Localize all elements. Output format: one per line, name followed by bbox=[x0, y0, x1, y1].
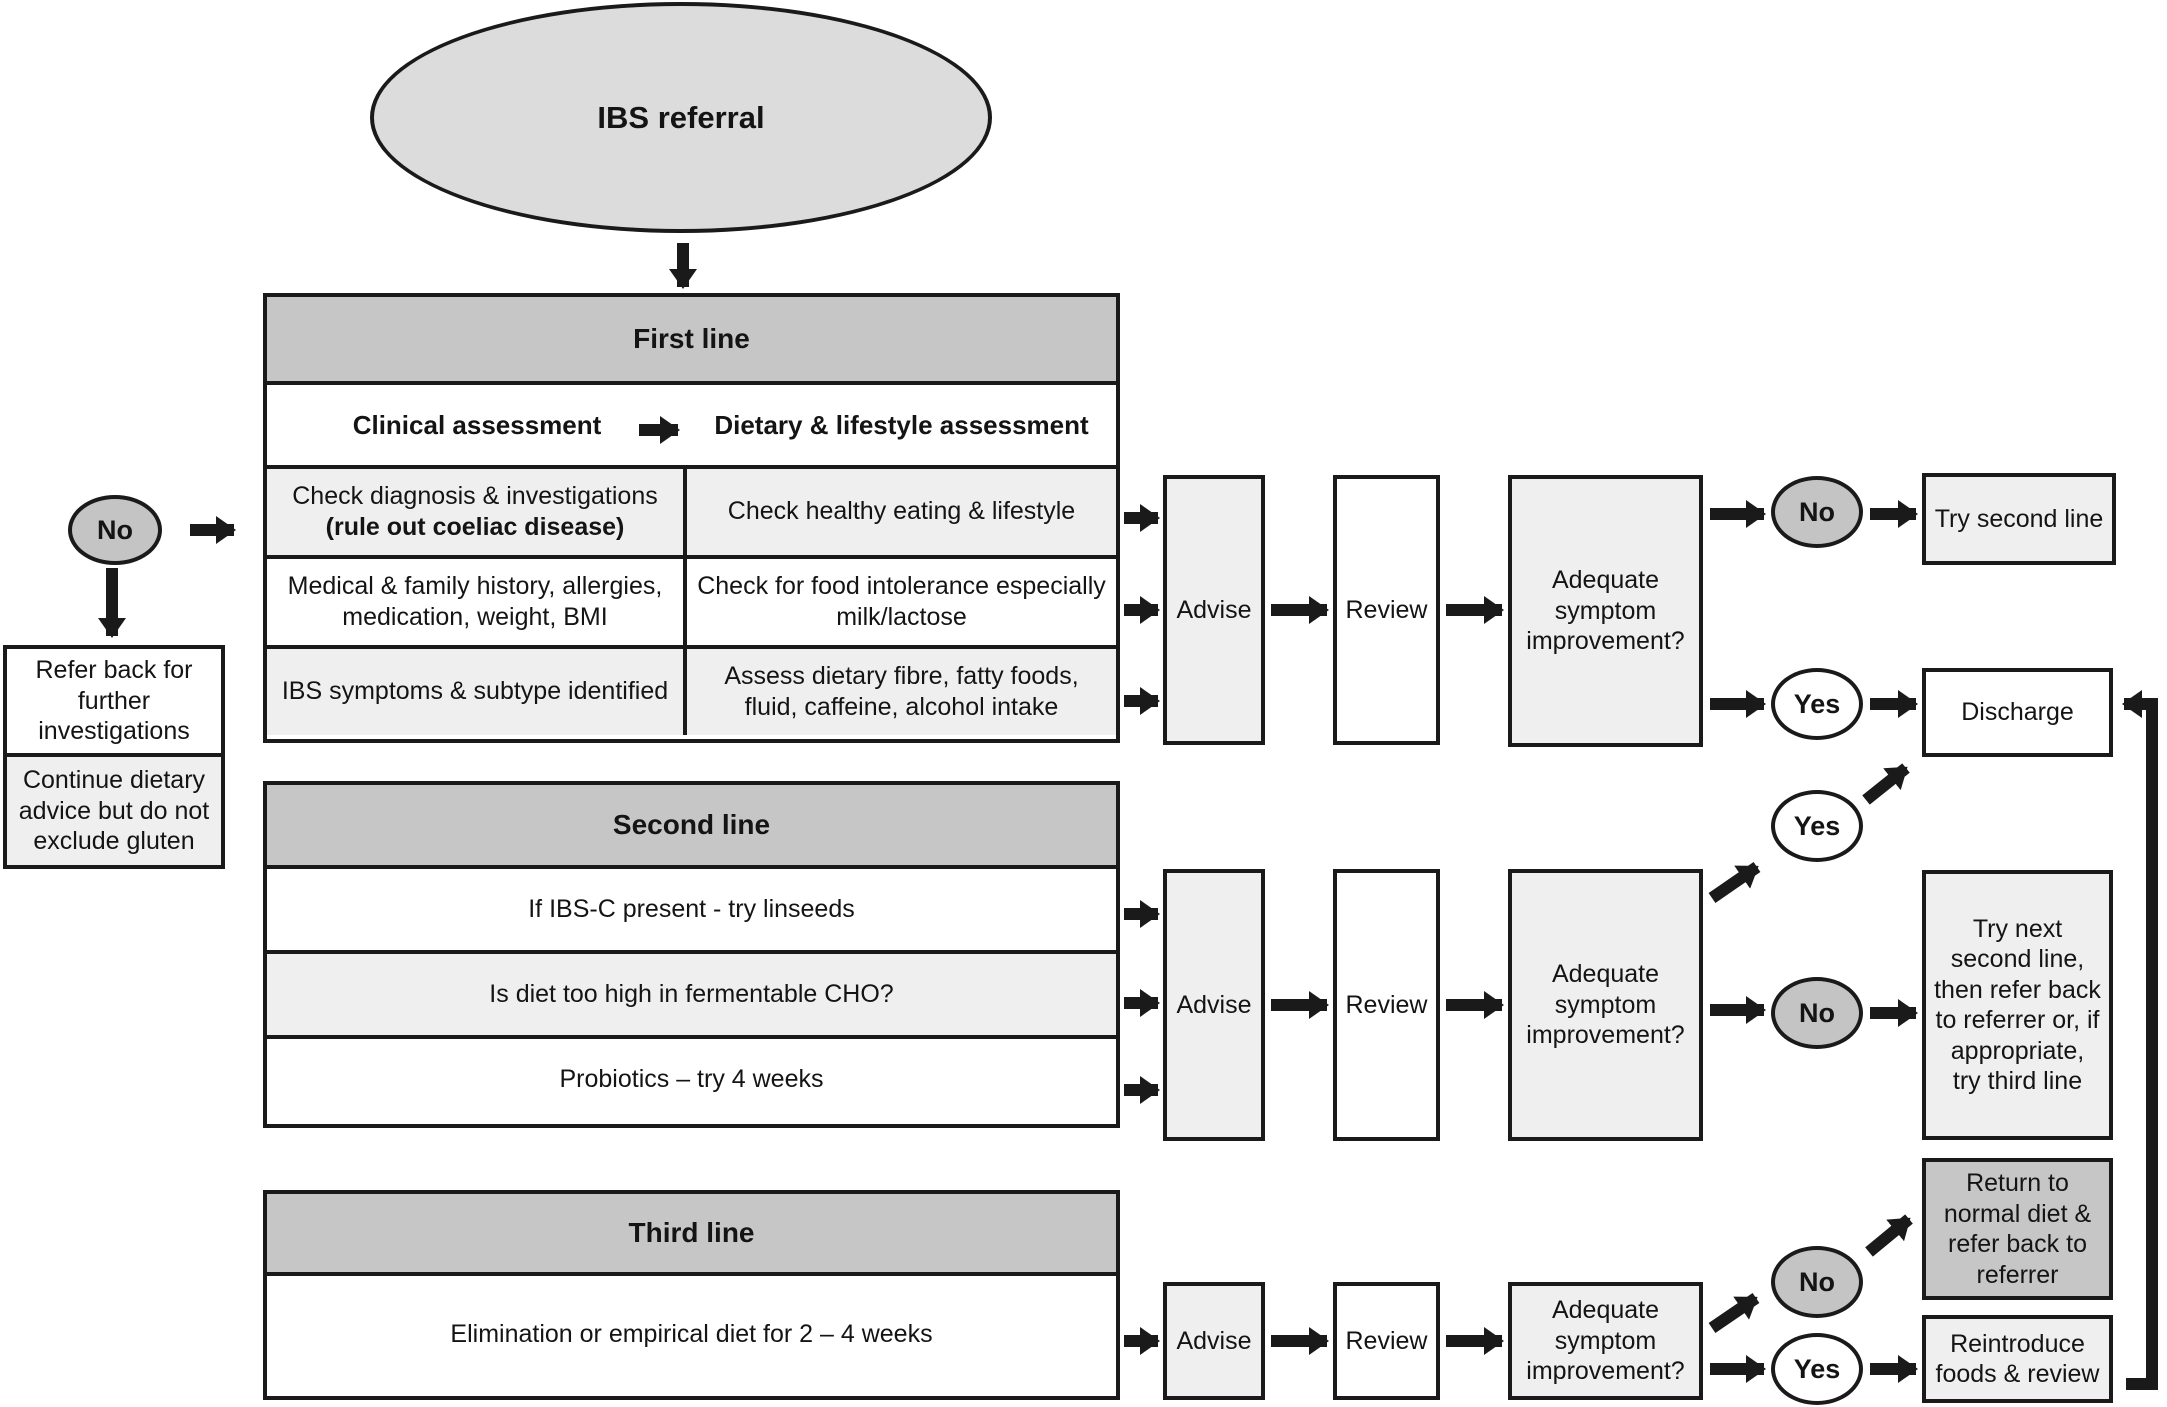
start-ellipse: IBS referral bbox=[370, 2, 992, 233]
review-box-first-line: Review bbox=[1333, 475, 1440, 745]
discharge-box: Discharge bbox=[1922, 668, 2113, 757]
second-line-row-1: If IBS-C present - try linseeds bbox=[267, 869, 1116, 954]
no-ellipse-third-line: No bbox=[1771, 1246, 1863, 1318]
reintroduce-foods-box: Reintroduce foods & review bbox=[1922, 1315, 2113, 1403]
clinical-cell-2: Medical & family history, allergies, med… bbox=[267, 559, 687, 645]
try-next-second-line-box: Try next second line, then refer back to… bbox=[1922, 870, 2113, 1140]
advise-box-second-line: Advise bbox=[1163, 869, 1265, 1141]
second-line-row-3: Probiotics – try 4 weeks bbox=[267, 1039, 1116, 1120]
no-ellipse-second-line: No bbox=[1771, 977, 1863, 1049]
refer-back-box: Refer back for further investigations bbox=[3, 645, 225, 757]
dietary-cell-3: Assess dietary fibre, fatty foods, fluid… bbox=[724, 661, 1079, 721]
second-line-header: Second line bbox=[267, 785, 1116, 869]
third-line-title: Third line bbox=[628, 1217, 755, 1248]
first-line-table: First line Clinical assessment Dietary &… bbox=[263, 293, 1120, 743]
arrow-tl-adequate-to-no bbox=[1708, 1293, 1760, 1333]
third-line-row-1: Elimination or empirical diet for 2 – 4 … bbox=[267, 1276, 1116, 1392]
adequate-improvement-box-first-line: Adequate symptom improvement? bbox=[1508, 475, 1703, 747]
first-line-row-1: Check diagnosis & investigations (rule o… bbox=[267, 469, 1116, 559]
clinical-assessment-header: Clinical assessment bbox=[352, 409, 602, 440]
coeliac-note: (rule out coeliac disease) bbox=[325, 513, 625, 541]
continue-advice-label: Continue dietary advice but do not exclu… bbox=[18, 766, 210, 856]
refer-back-label: Refer back for further investigations bbox=[35, 656, 193, 746]
second-line-title: Second line bbox=[612, 809, 771, 840]
no-ellipse-first-line: No bbox=[1771, 476, 1863, 548]
adequate-improvement-box-second-line: Adequate symptom improvement? bbox=[1508, 869, 1703, 1141]
first-line-row-3: IBS symptoms & subtype identified Assess… bbox=[267, 649, 1116, 735]
no-label: No bbox=[97, 514, 133, 545]
first-line-row-2: Medical & family history, allergies, med… bbox=[267, 559, 1116, 649]
advise-box-first-line: Advise bbox=[1163, 475, 1265, 745]
advise-box-third-line: Advise bbox=[1163, 1282, 1265, 1400]
third-line-header: Third line bbox=[267, 1194, 1116, 1276]
clinical-cell-3: IBS symptoms & subtype identified bbox=[267, 649, 687, 735]
yes-ellipse-third-line: Yes bbox=[1771, 1333, 1863, 1405]
dietary-cell-2: Check for food intolerance especially mi… bbox=[697, 571, 1106, 631]
yes-ellipse-second-line: Yes bbox=[1771, 790, 1863, 862]
second-line-table: Second line If IBS-C present - try linse… bbox=[263, 781, 1120, 1128]
start-label: IBS referral bbox=[597, 99, 765, 135]
clinical-cell-1: Check diagnosis & investigations (rule o… bbox=[267, 469, 687, 555]
dietary-assessment-header: Dietary & lifestyle assessment bbox=[714, 409, 1089, 440]
first-line-title: First line bbox=[633, 323, 750, 354]
review-box-second-line: Review bbox=[1333, 869, 1440, 1141]
continue-dietary-advice-box: Continue dietary advice but do not exclu… bbox=[3, 753, 225, 869]
arrow-tl-no-to-return bbox=[1865, 1214, 1913, 1257]
adequate-improvement-box-third-line: Adequate symptom improvement? bbox=[1508, 1282, 1703, 1400]
no-ellipse-left-branch: No bbox=[68, 495, 162, 565]
try-second-line-box: Try second line bbox=[1922, 473, 2116, 565]
yes-ellipse-first-line: Yes bbox=[1771, 668, 1863, 740]
return-to-normal-diet-box: Return to normal diet & refer back to re… bbox=[1922, 1158, 2113, 1300]
arrow-sl-adequate-to-yes bbox=[1708, 862, 1761, 903]
dietary-cell-1: Check healthy eating & lifestyle bbox=[727, 497, 1076, 526]
first-line-subheader: Clinical assessment Dietary & lifestyle … bbox=[267, 385, 1116, 469]
review-box-third-line: Review bbox=[1333, 1282, 1440, 1400]
first-line-header: First line bbox=[267, 297, 1116, 385]
second-line-row-2: Is diet too high in fermentable CHO? bbox=[267, 954, 1116, 1039]
third-line-table: Third line Elimination or empirical diet… bbox=[263, 1190, 1120, 1400]
arrow-reintroduce-to-discharge bbox=[2122, 690, 2158, 1390]
arrow-sl-yes-to-discharge bbox=[1862, 763, 1910, 805]
